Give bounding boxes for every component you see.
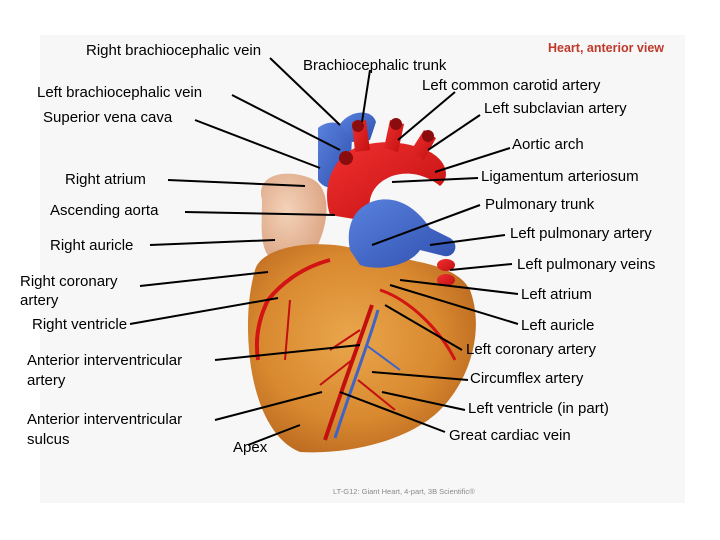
label-ligamentum-arteriosum: Ligamentum arteriosum bbox=[481, 168, 639, 185]
leader-right-atrium bbox=[167, 179, 306, 187]
leader-pulmonary-trunk bbox=[371, 204, 481, 246]
side-branch-3 bbox=[365, 344, 401, 371]
label-left-pulmonary-artery: Left pulmonary artery bbox=[510, 225, 652, 242]
leader-left-auricle bbox=[389, 284, 519, 325]
label-great-cardiac-vein: Great cardiac vein bbox=[449, 427, 571, 444]
label-anterior-interventricular-artery-line1: Anterior interventricular bbox=[27, 352, 183, 369]
leader-left-common-carotid bbox=[397, 91, 456, 141]
label-brachiocephalic-trunk: Brachiocephalic trunk bbox=[303, 57, 447, 74]
pulmonary-vein-2 bbox=[437, 274, 455, 286]
label-right-brachiocephalic-vein: Right brachiocephalic vein bbox=[86, 42, 262, 59]
artery-opening-3 bbox=[422, 130, 434, 142]
circumflex-vessel bbox=[379, 288, 457, 361]
leader-left-coronary bbox=[384, 304, 463, 351]
leader-left-atrium bbox=[399, 279, 519, 295]
label-left-ventricle: Left ventricle (in part) bbox=[468, 400, 609, 417]
label-right-coronary-artery-line2: artery bbox=[20, 292, 59, 309]
leader-left-subclavian bbox=[427, 114, 481, 151]
leader-left-brachiocephalic-vein bbox=[231, 94, 341, 151]
label-left-atrium: Left atrium bbox=[521, 286, 592, 303]
vein-opening bbox=[339, 151, 353, 165]
label-left-common-carotid-artery: Left common carotid artery bbox=[422, 77, 601, 94]
leader-great-cardiac-vein bbox=[339, 391, 446, 433]
label-aortic-arch: Aortic arch bbox=[512, 136, 584, 153]
leader-brachiocephalic-trunk bbox=[361, 69, 371, 123]
label-pulmonary-trunk: Pulmonary trunk bbox=[485, 196, 595, 213]
leader-left-pulmonary-artery bbox=[429, 234, 506, 246]
label-circumflex-artery: Circumflex artery bbox=[470, 370, 584, 387]
diagram-title: Heart, anterior view bbox=[548, 41, 665, 55]
label-right-auricle: Right auricle bbox=[50, 237, 134, 254]
label-right-atrium: Right atrium bbox=[65, 171, 146, 188]
label-superior-vena-cava: Superior vena cava bbox=[43, 109, 173, 126]
pulmonary-vein-1 bbox=[437, 259, 455, 271]
label-left-auricle: Left auricle bbox=[521, 317, 595, 334]
label-left-brachiocephalic-vein: Left brachiocephalic vein bbox=[37, 84, 203, 101]
leader-apex bbox=[247, 424, 301, 446]
label-right-coronary-artery-line1: Right coronary bbox=[20, 273, 118, 290]
leader-circumflex bbox=[371, 371, 469, 381]
right-atrium-shape bbox=[260, 173, 327, 266]
label-apex: Apex bbox=[233, 439, 268, 456]
leader-aortic-arch bbox=[434, 147, 511, 173]
leader-anterior-interventricular-artery bbox=[214, 344, 361, 361]
leader-right-ventricle bbox=[129, 297, 279, 325]
artery-opening-2 bbox=[390, 118, 402, 130]
label-right-ventricle: Right ventricle bbox=[32, 316, 128, 333]
leader-anterior-interventricular-sulcus bbox=[214, 391, 323, 421]
label-left-subclavian-artery: Left subclavian artery bbox=[484, 100, 627, 117]
label-anterior-interventricular-sulcus-line2: sulcus bbox=[27, 431, 70, 448]
leader-ligamentum bbox=[391, 177, 479, 183]
leader-right-auricle bbox=[149, 239, 276, 246]
label-anterior-interventricular-sulcus-line1: Anterior interventricular bbox=[27, 411, 183, 428]
side-branch-5 bbox=[284, 299, 291, 361]
leader-superior-vena-cava bbox=[194, 119, 321, 169]
great-cardiac-vein-vessel bbox=[333, 309, 380, 439]
aorta-shape bbox=[327, 142, 446, 222]
leader-left-pulmonary-veins bbox=[449, 263, 513, 271]
label-anterior-interventricular-artery-line2: artery bbox=[27, 372, 66, 389]
leader-left-ventricle bbox=[381, 391, 466, 411]
credit-text: LT-G12: Giant Heart, 4-part, 3B Scientif… bbox=[333, 487, 475, 496]
label-ascending-aorta: Ascending aorta bbox=[50, 202, 159, 219]
side-branch-4 bbox=[357, 379, 396, 411]
artery-opening-1 bbox=[352, 120, 364, 132]
anterior-interventricular-vessel bbox=[323, 304, 374, 441]
side-branch-2 bbox=[319, 359, 353, 386]
leader-lines bbox=[129, 57, 519, 446]
label-left-coronary-artery: Left coronary artery bbox=[466, 341, 597, 358]
leader-right-brachiocephalic-vein bbox=[269, 57, 341, 126]
label-left-pulmonary-veins: Left pulmonary veins bbox=[517, 256, 656, 273]
leader-ascending-aorta bbox=[184, 211, 336, 216]
leader-right-coronary bbox=[139, 271, 269, 287]
